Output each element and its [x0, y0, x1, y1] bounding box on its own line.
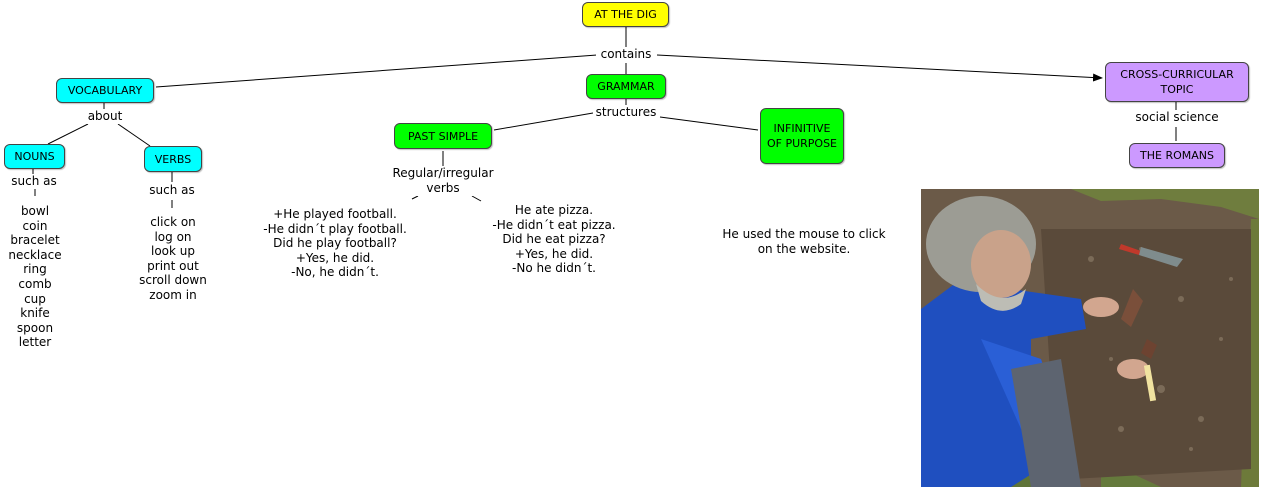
node-vocabulary[interactable]: VOCABULARY: [56, 78, 154, 103]
node-past-simple[interactable]: PAST SIMPLE: [394, 123, 492, 149]
node-past-simple-label: PAST SIMPLE: [407, 129, 479, 143]
verb-list-item: scroll down: [139, 273, 207, 288]
node-verbs-label: VERBS: [154, 152, 192, 166]
node-nouns[interactable]: NOUNS: [4, 144, 65, 169]
verb-list-item: click on: [150, 215, 196, 229]
node-cross-curricular-topic[interactable]: CROSS-CURRICULAR TOPIC: [1105, 62, 1249, 102]
node-verbs[interactable]: VERBS: [144, 146, 202, 172]
verb-list-item: look up: [150, 244, 195, 259]
regular-example-line: +Yes, he did.: [295, 250, 375, 265]
purpose-example-line: He used the mouse to click: [722, 227, 886, 241]
link-label-social-science: social science: [1131, 110, 1223, 125]
irregular-example-line: He ate pizza.: [514, 203, 594, 217]
noun-list-item: bowl: [20, 204, 50, 218]
dig-photo-illustration: [921, 189, 1259, 487]
purpose-example-line: on the website.: [757, 241, 851, 256]
irregular-example-line: Did he eat pizza?: [502, 232, 606, 247]
irregular-example-line: +Yes, he did.: [514, 246, 594, 261]
irregular-example-line: -No he didn´t.: [512, 261, 596, 276]
regular-verb-examples: +He played football.-He didn´t play foot…: [252, 207, 418, 280]
irregular-example-line: -He didn´t eat pizza.: [492, 217, 616, 232]
link-label-regular-irregular: Regular/irregular verbs: [386, 166, 500, 196]
noun-list-item: letter: [18, 335, 52, 350]
noun-list-item: coin: [22, 218, 48, 233]
node-the-romans-label: THE ROMANS: [1140, 149, 1214, 162]
link-label-such-as-verbs: such as: [144, 183, 200, 198]
node-the-romans[interactable]: THE ROMANS: [1129, 143, 1225, 168]
noun-list-item: knife: [20, 306, 50, 321]
node-at-the-dig-label: AT THE DIG: [594, 8, 657, 21]
noun-list-item: cup: [24, 291, 46, 306]
link-label-structures: structures: [593, 105, 659, 120]
regular-example-line: Did he play football?: [273, 236, 397, 251]
verb-list-item: log on: [154, 229, 192, 244]
noun-list-item: bracelet: [10, 233, 60, 248]
noun-list-item: comb: [18, 276, 52, 291]
link-label-regular-irregular-text: Regular/irregular verbs: [392, 166, 494, 195]
regular-example-line: -He didn´t play football.: [263, 221, 407, 236]
verb-list-item: zoom in: [149, 287, 197, 302]
node-infinitive-of-purpose[interactable]: INFINITIVE OF PURPOSE: [760, 108, 844, 164]
regular-example-line: -No, he didn´t.: [291, 265, 379, 280]
node-nouns-label: NOUNS: [14, 150, 55, 163]
node-grammar[interactable]: GRAMMAR: [586, 74, 666, 99]
link-label-contains: contains: [596, 47, 656, 62]
irregular-verb-examples: He ate pizza.-He didn´t eat pizza.Did he…: [478, 203, 630, 276]
noun-list-item: spoon: [16, 320, 54, 335]
node-grammar-label: GRAMMAR: [597, 80, 655, 93]
node-at-the-dig[interactable]: AT THE DIG: [582, 2, 669, 27]
node-vocabulary-label: VOCABULARY: [67, 84, 143, 97]
link-label-such-as-nouns: such as: [8, 174, 60, 189]
verb-list-item: print out: [147, 258, 199, 273]
dig-photo: [921, 189, 1259, 487]
noun-list-item: ring: [23, 262, 47, 277]
regular-example-line: +He played football.: [273, 207, 397, 221]
link-label-about: about: [84, 109, 126, 124]
node-cross-curricular-topic-label: CROSS-CURRICULAR TOPIC: [1120, 68, 1234, 96]
node-infinitive-of-purpose-label: INFINITIVE OF PURPOSE: [766, 122, 838, 150]
noun-list-item: necklace: [8, 247, 62, 262]
